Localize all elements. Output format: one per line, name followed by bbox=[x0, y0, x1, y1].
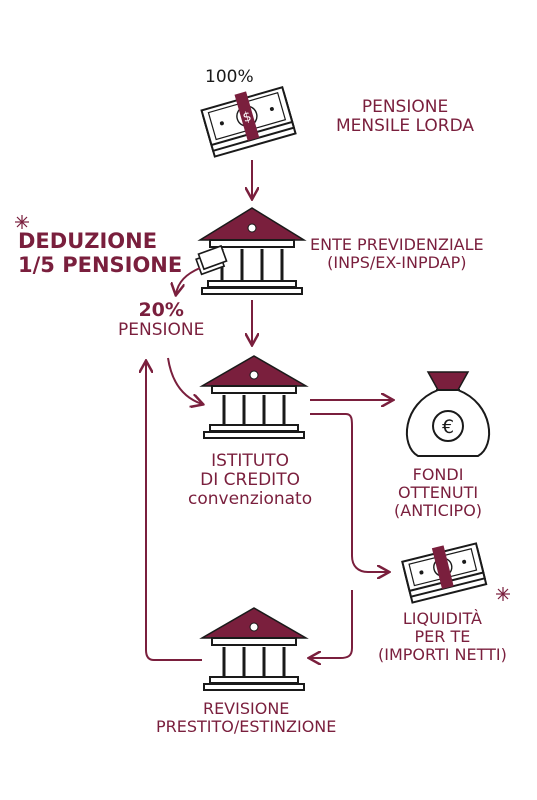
istituto-line1: ISTITUTO bbox=[211, 451, 289, 471]
ente-line1: ENTE PREVIDENZIALE bbox=[310, 235, 484, 254]
liquidita-line1: LIQUIDITÀ bbox=[402, 609, 482, 628]
istituto-line3: convenzionato bbox=[188, 489, 313, 510]
ente-line2: (INPS/EX-INPDAP) bbox=[327, 252, 467, 272]
arrow-istituto-to-liquidita bbox=[310, 413, 388, 572]
euro-symbol: € bbox=[442, 416, 454, 438]
deduzione-line2: 1/5 PENSIONE bbox=[18, 252, 183, 277]
arrow-pension20-to-istituto bbox=[167, 357, 202, 404]
fondi-line1: FONDI bbox=[412, 465, 464, 484]
dollar-symbol: $ bbox=[241, 109, 253, 126]
sparkle-icon bbox=[15, 215, 29, 229]
sparkle-icon bbox=[496, 587, 510, 601]
deduzione-label: DEDUZIONE 1/5 PENSIONE bbox=[18, 229, 183, 277]
arrow-to-revisione bbox=[310, 590, 353, 658]
fondi-label: FONDI OTTENUTI (ANTICIPO) bbox=[394, 466, 482, 520]
liquidita-line3: (IMPORTI NETTI) bbox=[378, 644, 507, 664]
small-bills-icon bbox=[195, 244, 228, 276]
pensione-mensile-label: PENSIONE MENSILE LORDA bbox=[336, 97, 475, 137]
ente-label: ENTE PREVIDENZIALE (INPS/EX-INPDAP) bbox=[310, 236, 484, 272]
fondi-line2: OTTENUTI bbox=[397, 482, 479, 502]
pension20-text: PENSIONE bbox=[118, 320, 205, 341]
fondi-line3: (ANTICIPO) bbox=[394, 500, 483, 520]
top-percent-label: 100% bbox=[205, 67, 254, 87]
pensione-mensile-line2: MENSILE LORDA bbox=[336, 116, 475, 137]
bank-revisione-icon bbox=[199, 607, 309, 691]
pensione-mensile-line1: PENSIONE bbox=[361, 97, 449, 117]
pension20-percent: 20% bbox=[138, 299, 184, 321]
istituto-label: ISTITUTO DI CREDITO convenzionato bbox=[188, 451, 313, 510]
money-stack-icon: $ bbox=[200, 86, 297, 158]
revisione-line1: REVISIONE bbox=[202, 699, 290, 718]
liquidita-label: LIQUIDITÀ PER TE (IMPORTI NETTI) bbox=[378, 610, 507, 664]
deduzione-line1: DEDUZIONE bbox=[18, 229, 158, 253]
bank-ente-icon bbox=[197, 207, 307, 295]
pension20-label: 20% PENSIONE bbox=[118, 299, 205, 341]
revisione-line2: PRESTITO/ESTINZIONE bbox=[156, 716, 337, 736]
revisione-label: REVISIONE PRESTITO/ESTINZIONE bbox=[156, 700, 336, 736]
istituto-line2: DI CREDITO bbox=[200, 470, 300, 491]
money-stack-small-icon bbox=[401, 542, 488, 604]
bank-istituto-icon bbox=[199, 355, 309, 439]
liquidita-line2: PER TE bbox=[414, 626, 471, 646]
arrow-revisione-to-pension20 bbox=[146, 362, 202, 661]
money-bag-icon: € bbox=[405, 371, 491, 457]
arrow-ente-to-pension20 bbox=[176, 267, 201, 294]
